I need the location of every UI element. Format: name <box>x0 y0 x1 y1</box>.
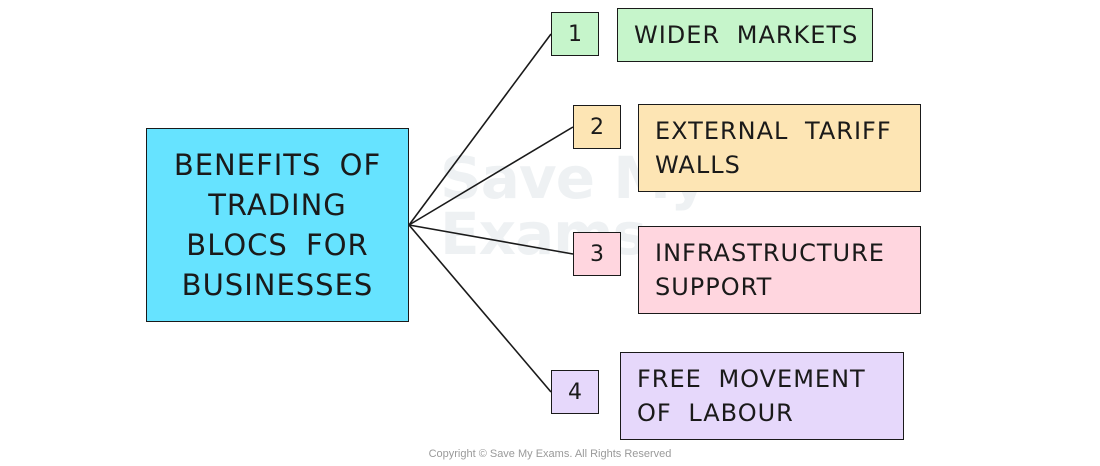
item-1-number-box: 1 <box>551 12 599 56</box>
item-2-label-box: EXTERNAL TARIFF WALLS <box>638 104 921 192</box>
item-4-number-box: 4 <box>551 370 599 414</box>
item-3-number-box: 3 <box>573 232 621 276</box>
item-4-number: 4 <box>568 379 582 405</box>
item-3-label-box: INFRASTRUCTURE SUPPORT <box>638 226 921 314</box>
central-topic-label: BENEFITS OF TRADING BLOCS FOR BUSINESSES <box>173 148 382 302</box>
connector-line-4 <box>408 224 552 393</box>
item-1-label: WIDER MARKETS <box>634 21 859 49</box>
item-1-label-box: WIDER MARKETS <box>617 8 873 62</box>
item-4-label: FREE MOVEMENT OF LABOUR <box>637 365 866 427</box>
item-2-label: EXTERNAL TARIFF WALLS <box>655 117 892 179</box>
connector-line-3 <box>408 224 574 255</box>
item-2-number: 2 <box>590 114 604 140</box>
central-topic-box: BENEFITS OF TRADING BLOCS FOR BUSINESSES <box>146 128 409 322</box>
connector-line-2 <box>408 126 574 226</box>
item-1-number: 1 <box>568 21 582 47</box>
connector-line-1 <box>408 33 552 226</box>
item-4-label-box: FREE MOVEMENT OF LABOUR <box>620 352 904 440</box>
item-3-label: INFRASTRUCTURE SUPPORT <box>655 239 885 301</box>
copyright-notice: Copyright © Save My Exams. All Rights Re… <box>428 448 672 460</box>
item-2-number-box: 2 <box>573 105 621 149</box>
item-3-number: 3 <box>590 241 604 267</box>
